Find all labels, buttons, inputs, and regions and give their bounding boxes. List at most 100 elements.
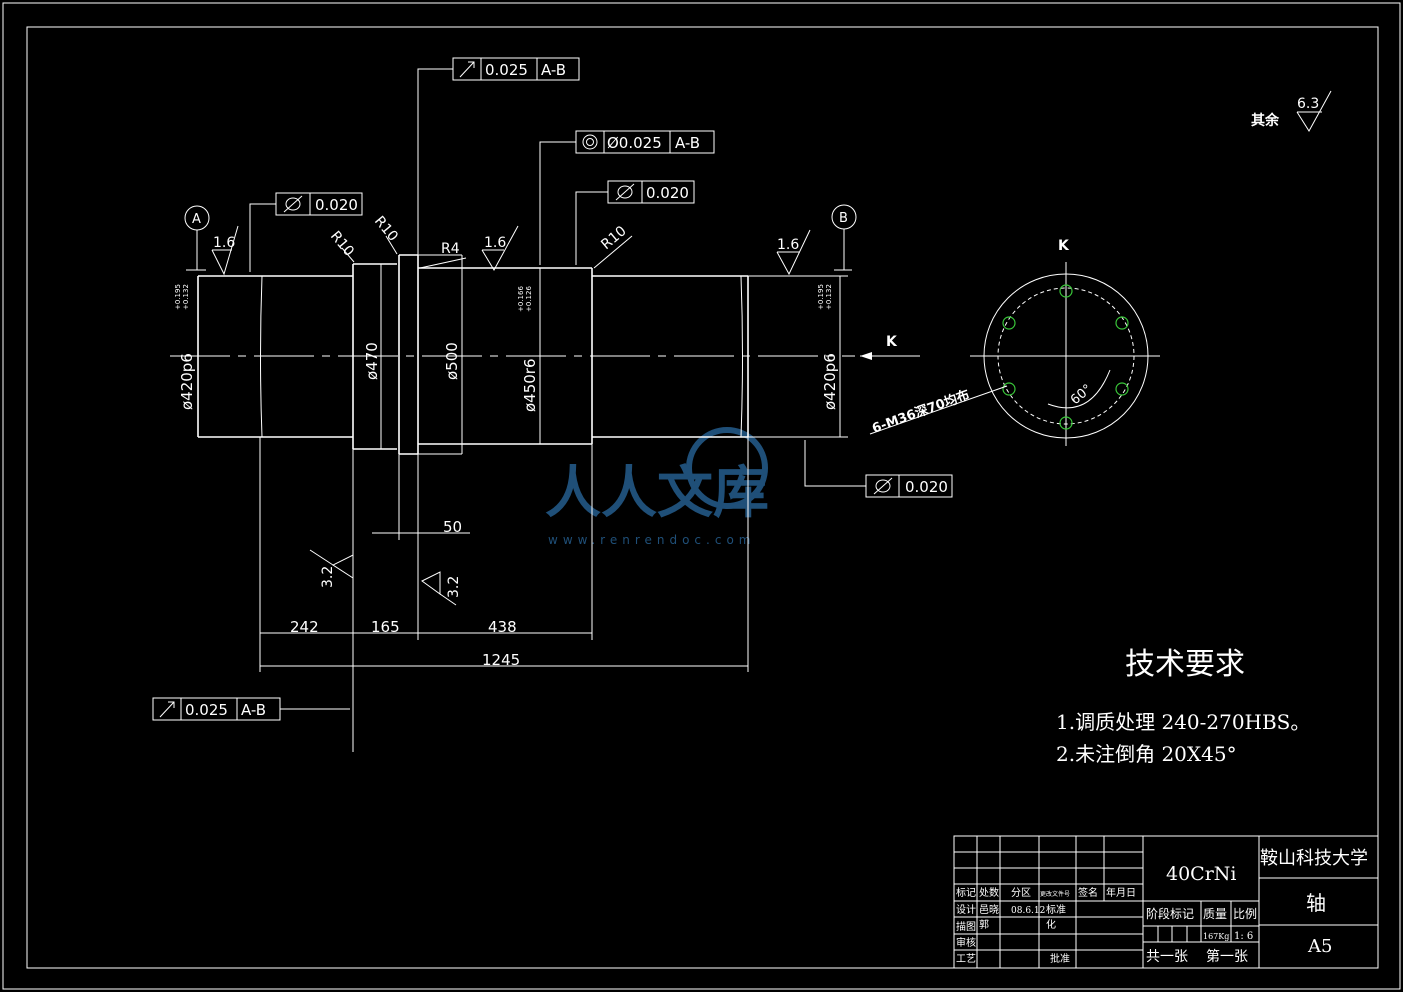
- svg-text:08.6.12: 08.6.12: [1011, 906, 1045, 916]
- svg-text:+0.132: +0.132: [825, 284, 833, 310]
- svg-text:邑晓: 邑晓: [979, 904, 999, 916]
- svg-text:0.020: 0.020: [315, 196, 358, 214]
- svg-text:1: 6: 1: 6: [1234, 931, 1253, 942]
- svg-text:1.6: 1.6: [484, 235, 506, 251]
- svg-text:A5: A5: [1307, 936, 1332, 957]
- gtol-cyl-mid: 0.020: [575, 180, 695, 265]
- watermark: 人人文库 www.renrendoc.com: [545, 427, 769, 547]
- svg-text:阶段标记: 阶段标记: [1146, 906, 1194, 921]
- svg-text:A-B: A-B: [675, 134, 700, 152]
- svg-text:ø420p6: ø420p6: [178, 353, 196, 410]
- inner-frame: [26, 26, 1379, 969]
- dia-mid-label: ø450r6 +0.166 +0.126: [517, 286, 539, 412]
- svg-text:6-M36深70均布: 6-M36深70均布: [870, 387, 972, 437]
- svg-text:其余: 其余: [1251, 112, 1280, 129]
- svg-text:1245: 1245: [482, 651, 520, 669]
- svg-text:0.020: 0.020: [646, 184, 689, 202]
- svg-text:3.2: 3.2: [446, 576, 462, 598]
- svg-text:更改文件号: 更改文件号: [1040, 890, 1070, 898]
- technical-requirements: 技术要求 1.调质处理 240-270HBS。 2.未注倒角 20X45°: [1056, 647, 1310, 766]
- svg-text:第一张: 第一张: [1206, 948, 1248, 965]
- svg-text:+0.195: +0.195: [817, 284, 825, 310]
- svg-text:A: A: [192, 212, 201, 227]
- gtol-bottom-runout: 0.025 A-B: [152, 697, 350, 721]
- length-dims: 50 242 165 438 1245: [259, 437, 749, 752]
- roughness-symbols: 1.6 1.6 1.6 3.2 3.2 其余 6.3: [211, 90, 1332, 606]
- dia-left-label: ø420p6 +0.195 +0.132: [174, 284, 196, 410]
- svg-text:ø500: ø500: [443, 342, 461, 380]
- svg-text:批准: 批准: [1050, 952, 1070, 965]
- svg-text:A-B: A-B: [541, 61, 566, 79]
- svg-text:1.调质处理 240-270HBS。: 1.调质处理 240-270HBS。: [1056, 710, 1310, 734]
- svg-text:50: 50: [443, 518, 462, 536]
- svg-text:签名: 签名: [1078, 886, 1098, 899]
- svg-text:438: 438: [488, 618, 517, 636]
- dia-470-label: ø470: [363, 342, 381, 380]
- svg-text:R4: R4: [441, 241, 460, 257]
- svg-text:比例: 比例: [1233, 907, 1257, 921]
- svg-text:质量: 质量: [1203, 907, 1227, 921]
- svg-text:0.025: 0.025: [185, 701, 228, 719]
- svg-text:工艺: 工艺: [956, 953, 976, 965]
- radius-labels: R10 R10 R4 R10: [327, 213, 633, 269]
- svg-text:ø450r6: ø450r6: [521, 358, 539, 412]
- svg-text:165: 165: [371, 618, 400, 636]
- svg-text:1.6: 1.6: [777, 237, 799, 253]
- gtol-cyl-left: 0.020: [249, 192, 363, 272]
- svg-text:ø420p6: ø420p6: [821, 353, 839, 410]
- svg-text:R10: R10: [327, 228, 357, 259]
- svg-text:分区: 分区: [1011, 887, 1031, 899]
- svg-text:处数: 处数: [979, 886, 999, 899]
- svg-text:审核: 审核: [956, 936, 976, 949]
- svg-text:Ø0.025: Ø0.025: [607, 134, 662, 152]
- svg-text:+0.166: +0.166: [517, 286, 525, 312]
- svg-text:40CrNi: 40CrNi: [1166, 863, 1237, 885]
- svg-text:242: 242: [290, 618, 319, 636]
- svg-text:K: K: [886, 334, 898, 350]
- svg-text:+0.195: +0.195: [174, 284, 182, 310]
- gtol-concentricity: Ø0.025 A-B: [539, 130, 715, 265]
- svg-text:轴: 轴: [1306, 891, 1326, 915]
- datum-b: B: [831, 204, 857, 270]
- svg-text:0.025: 0.025: [485, 61, 528, 79]
- dia-500-label: ø500: [443, 342, 461, 380]
- svg-text:1.6: 1.6: [213, 235, 235, 251]
- svg-text:167Kg: 167Kg: [1203, 932, 1229, 941]
- svg-text:郭: 郭: [979, 918, 989, 931]
- watermark-text: 人人文库: [545, 461, 769, 526]
- svg-text:标记: 标记: [956, 887, 976, 899]
- svg-text:60°: 60°: [1068, 382, 1095, 408]
- svg-text:K: K: [1058, 238, 1070, 254]
- svg-text:2.未注倒角 20X45°: 2.未注倒角 20X45°: [1056, 742, 1237, 766]
- watermark-url: www.renrendoc.com: [548, 533, 755, 547]
- end-view-k: K 60° 6-M36深70均布: [869, 238, 1160, 446]
- svg-text:B: B: [839, 211, 848, 226]
- view-arrow-k: K: [860, 334, 920, 360]
- gtol-cyl-right: 0.020: [804, 440, 953, 498]
- svg-text:技术要求: 技术要求: [1125, 647, 1245, 682]
- svg-text:ø470: ø470: [363, 342, 381, 380]
- svg-text:鞍山科技大学: 鞍山科技大学: [1260, 848, 1368, 869]
- svg-text:描图: 描图: [956, 920, 976, 933]
- svg-text:3.2: 3.2: [320, 566, 336, 588]
- svg-text:0.020: 0.020: [905, 478, 948, 496]
- svg-text:+0.132: +0.132: [182, 284, 190, 310]
- datum-a: A: [184, 205, 210, 270]
- svg-text:设计: 设计: [956, 903, 976, 916]
- gtol-top-runout: 0.025 A-B: [417, 57, 580, 258]
- dia-right-label: ø420p6 +0.195 +0.132: [817, 284, 839, 410]
- svg-text:标准: 标准: [1046, 904, 1066, 916]
- svg-text:A-B: A-B: [241, 701, 266, 719]
- svg-text:+0.126: +0.126: [525, 286, 533, 312]
- svg-text:R10: R10: [371, 213, 401, 244]
- svg-text:6.3: 6.3: [1297, 96, 1319, 112]
- svg-text:共一张: 共一张: [1146, 949, 1188, 965]
- watermark-logo-circle: [686, 427, 768, 509]
- svg-text:化: 化: [1046, 918, 1056, 931]
- title-block: 40CrNi 鞍山科技大学 轴 A5 标记 处数 分区 更改文件号 签名 年月日…: [953, 835, 1379, 969]
- svg-text:年月日: 年月日: [1106, 886, 1136, 899]
- shaft-outline: [197, 254, 749, 455]
- svg-text:R10: R10: [598, 223, 629, 253]
